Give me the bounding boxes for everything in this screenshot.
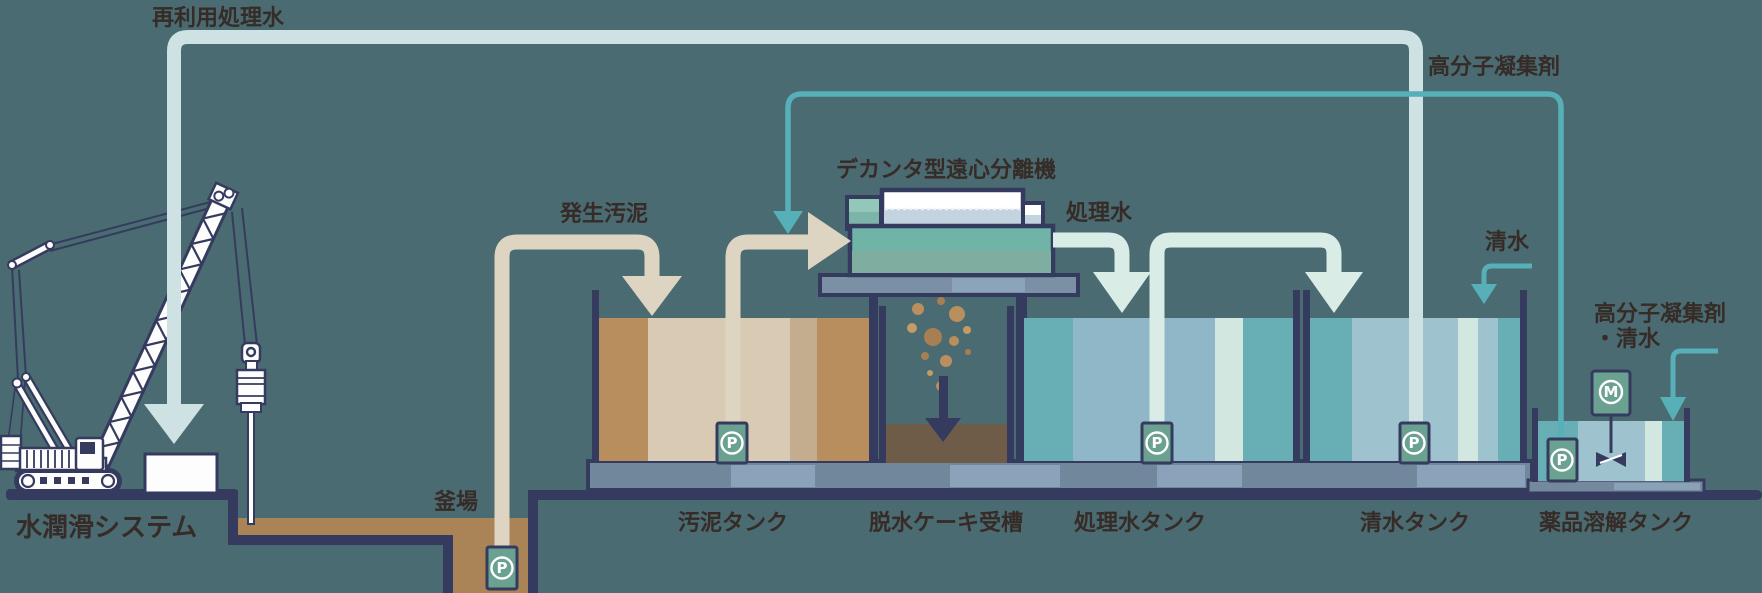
label-cake-tank: 脱水ケーキ受槽	[869, 510, 1023, 536]
cake-receiver-tank	[869, 292, 1027, 463]
decanter-machine	[845, 187, 1056, 278]
chemical-tank-pump: P	[1546, 437, 1579, 483]
label-sump: 釜場	[433, 489, 478, 515]
sump-pump: P	[485, 545, 519, 591]
treated-inlet-arrow	[1093, 272, 1151, 313]
impeller	[1596, 452, 1611, 467]
polymer-injection-arrow	[773, 211, 803, 234]
crawler-crane	[0, 181, 267, 525]
cake-drop-arrow	[939, 376, 948, 422]
label-decanter: デカンタ型遠心分離機	[836, 157, 1056, 183]
polymer-dosing-line	[785, 91, 1564, 437]
motor-icon: M	[1604, 383, 1619, 401]
fresh-inlet-arrow	[1305, 272, 1363, 313]
reuse-water-pipe	[144, 30, 1423, 444]
treated-water-tank	[1016, 290, 1300, 463]
chemical-lines	[773, 91, 1718, 437]
fresh-tank-pump: P	[1398, 421, 1431, 465]
cab-window	[80, 442, 95, 454]
label-polymer-fresh-2: ・清水	[1594, 326, 1661, 352]
pile-hammer-rig	[231, 207, 267, 525]
label-system: 水潤滑システム	[16, 513, 197, 543]
sludge-pipes	[494, 212, 851, 552]
treated-water-pipes	[1053, 232, 1363, 448]
bridle-bar	[8, 241, 54, 269]
ground-right	[528, 490, 1762, 500]
decanter-feed-arrow	[808, 212, 851, 270]
sludge-tank-to-decanter-pipe	[725, 234, 808, 450]
decanter-stand	[818, 273, 1080, 297]
label-polymer-fresh-1: 高分子凝集剤	[1594, 301, 1726, 327]
sludge-tank-pump: P	[715, 421, 749, 465]
treated-tank-pump: P	[1140, 421, 1174, 465]
label-polymer: 高分子凝集剤	[1428, 54, 1560, 80]
fresh-water-supply-line	[1481, 263, 1532, 285]
decanter-outlet-pipe	[1053, 232, 1130, 274]
pump-icon: P	[497, 559, 508, 577]
pump-icon: P	[727, 434, 738, 452]
mixer-motor: M	[1590, 369, 1632, 467]
trench-soil	[238, 518, 450, 537]
pump-icon: P	[1557, 451, 1568, 469]
lubrication-unit-box	[143, 452, 219, 495]
label-generated-sludge: 発生汚泥	[559, 202, 648, 227]
drill-rod	[247, 411, 255, 525]
decanter-centrifuge	[818, 187, 1080, 297]
label-fresh-water: 清水	[1485, 229, 1530, 255]
label-sludge-tank: 汚泥タンク	[678, 511, 788, 536]
label-treated-tank: 処理水タンク	[1074, 510, 1206, 536]
label-chemical-tank: 薬品溶解タンク	[1539, 510, 1693, 536]
label-reuse-water: 再利用処理水	[152, 5, 285, 31]
cake-particles	[907, 297, 971, 391]
pump-icon: P	[1152, 434, 1163, 452]
pump-icon: P	[1409, 434, 1420, 452]
label-fresh-tank: 清水タンク	[1360, 510, 1470, 536]
sludge-inlet-arrow	[622, 276, 682, 316]
sump-to-sludge-tank-pipe	[494, 234, 660, 552]
hammer-body	[235, 368, 267, 406]
treated-to-fresh-pipe	[1149, 232, 1342, 448]
reuse-outlet-arrow	[144, 404, 204, 444]
label-treated-water: 処理水	[1066, 200, 1133, 226]
polymer-fresh-supply-line	[1670, 348, 1718, 399]
